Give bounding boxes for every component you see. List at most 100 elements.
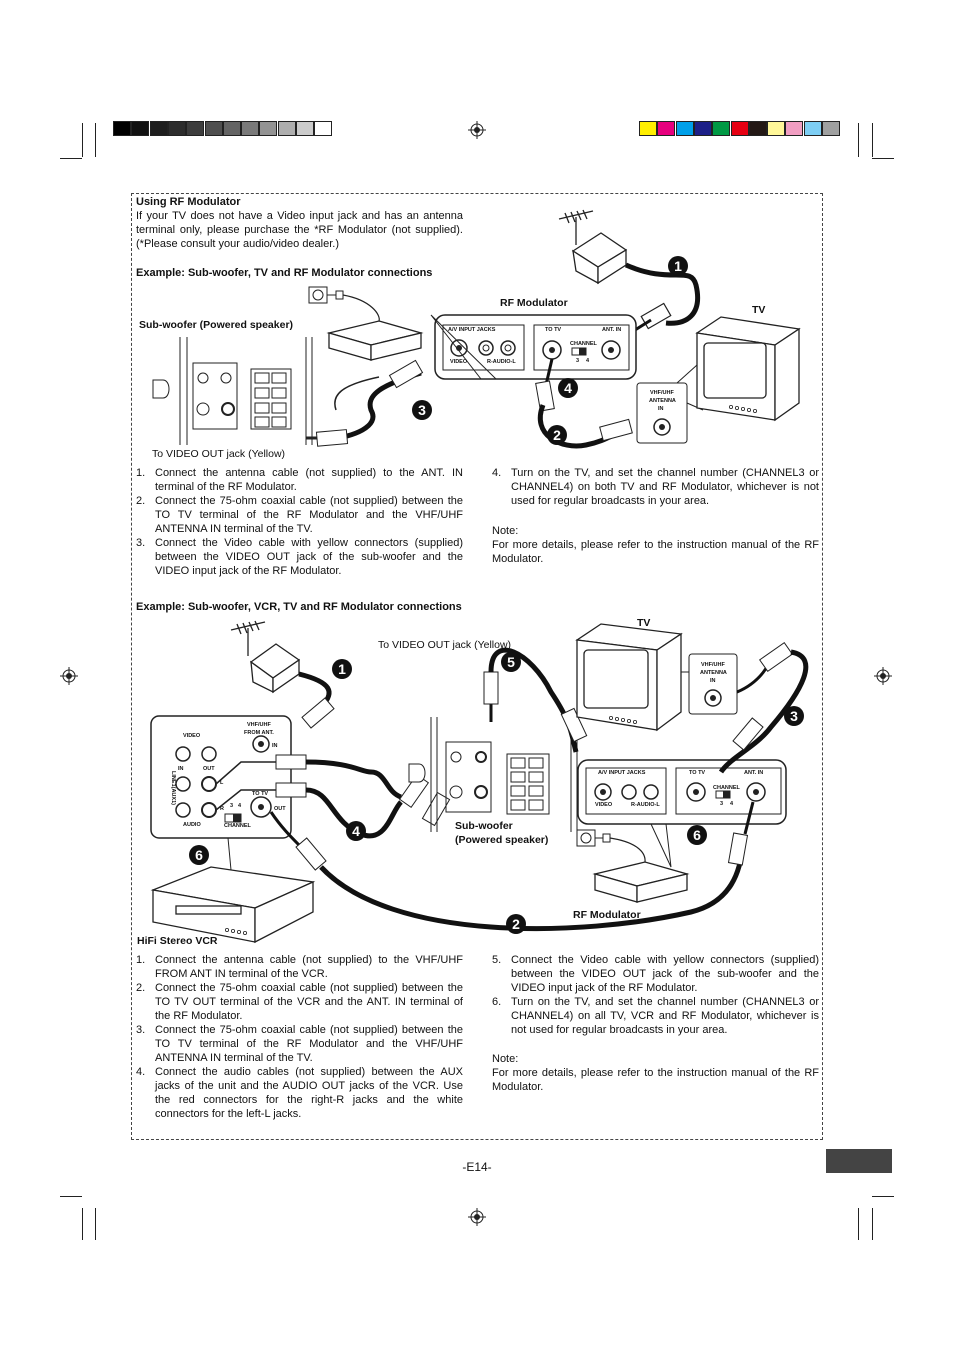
svg-text:4: 4 (564, 380, 572, 396)
crop-mark (95, 1208, 96, 1240)
calibration-swatch (113, 121, 131, 136)
section-title-rf-modulator: Using RF Modulator (136, 196, 241, 208)
label-channel-2: CHANNEL (713, 785, 740, 791)
calibration-swatch (204, 121, 223, 136)
label-vcr-from-ant: FROM ANT. (244, 730, 274, 736)
crop-mark (858, 1208, 859, 1240)
calibration-swatch (241, 121, 260, 136)
steps-list-2-right: 5. Connect the Video cable with yellow co… (492, 953, 819, 1037)
step-text: Connect the 75-ohm coaxial cable (not su… (155, 1024, 463, 1064)
page-number: -E14- (462, 1160, 492, 1174)
step-text: Connect the antenna cable (not supplied)… (155, 954, 463, 980)
label-tv-2: TV (637, 617, 651, 629)
label-ch4: 4 (586, 358, 590, 364)
content-frame (131, 193, 823, 1140)
note-text-1: For more details, please refer to the in… (492, 539, 819, 565)
list-item: 2.Connect the 75-ohm coaxial cable (not … (136, 981, 463, 1023)
calibration-swatch (748, 121, 767, 136)
crop-mark (872, 1208, 873, 1240)
calibration-swatch (296, 121, 314, 136)
svg-text:6: 6 (195, 847, 203, 863)
label-in: IN (658, 406, 664, 412)
step-number: 4. (492, 467, 502, 479)
calibration-swatch (259, 121, 278, 136)
label-vcr: HiFi Stereo VCR (137, 935, 218, 947)
calibration-swatch (785, 121, 804, 136)
step-marker-1: 1 (332, 659, 352, 679)
note-title-1: Note: (492, 525, 519, 537)
calibration-swatch (131, 121, 150, 136)
label-vcr-l: L (220, 780, 224, 786)
label-subwoofer-2b: (Powered speaker) (455, 834, 549, 846)
label-ch3: 3 (576, 358, 580, 364)
steps-list-2-left: 1.Connect the antenna cable (not supplie… (136, 953, 463, 1121)
step-marker-1: 1 (668, 256, 688, 276)
step-marker-2: 2 (547, 425, 567, 445)
label-video-2: VIDEO (595, 802, 613, 808)
step-text: Connect the Video cable with yellow conn… (155, 537, 463, 577)
calibration-swatch (222, 121, 241, 136)
calibration-swatch (730, 121, 749, 136)
label-av-input-jacks: A/V INPUT JACKS (448, 327, 496, 333)
step-number: 5. (492, 954, 502, 966)
label-ant-in: ANT. IN (602, 327, 622, 333)
diagram-subwoofer-vcr-tv-rf: 1 5 3 4 6 6 2 (150, 620, 809, 944)
label-vcr-ch4: 4 (238, 803, 242, 809)
list-item: 1.Connect the antenna cable (not supplie… (136, 466, 463, 494)
label-av-input-jacks-2: A/V INPUT JACKS (598, 770, 646, 776)
calibration-swatch (167, 121, 186, 136)
subwoofer-panel (152, 337, 313, 445)
calibration-swatch (314, 121, 333, 136)
step-text: Connect the Video cable with yellow conn… (511, 954, 819, 994)
step-marker-2: 2 (506, 914, 526, 934)
registration-mark-icon (60, 667, 78, 685)
calibration-swatch (822, 121, 840, 136)
label-vcr-channel: CHANNEL (224, 823, 251, 829)
label-vcr-vhf: VHF/UHF (247, 722, 271, 728)
calibration-swatch (712, 121, 731, 136)
svg-text:5: 5 (507, 654, 515, 670)
list-item: 3.Connect the 75-ohm coaxial cable (not … (136, 1023, 463, 1065)
label-vcr-audio: AUDIO (183, 822, 201, 828)
registration-mark-icon (874, 667, 892, 685)
step-marker-3: 3 (784, 706, 804, 726)
label-vcr-r: R (220, 806, 224, 812)
label-to-video-out-2: To VIDEO OUT jack (Yellow) (378, 639, 512, 651)
label-ant-in-2: ANT. IN (744, 770, 764, 776)
label-vcr-video: VIDEO (183, 733, 201, 739)
step-number: 2. (136, 495, 146, 507)
tv-set (695, 316, 801, 422)
label-vcr-to-tv: TO TV (252, 791, 269, 797)
calibration-swatch (639, 121, 657, 136)
example-title-2: Example: Sub-woofer, VCR, TV and RF Modu… (136, 601, 462, 613)
list-item: 6. Turn on the TV, and set the channel nu… (492, 995, 819, 1037)
crop-mark (872, 123, 873, 157)
step-number: 6. (492, 996, 502, 1008)
step-text: Turn on the TV, and set the channel numb… (511, 996, 819, 1036)
svg-text:1: 1 (674, 258, 682, 274)
svg-text:3: 3 (418, 402, 426, 418)
step-marker-3: 3 (412, 400, 432, 420)
crop-mark (95, 123, 96, 157)
svg-text:3: 3 (790, 708, 798, 724)
label-to-tv: TO TV (545, 327, 562, 333)
label-r-audio-l-2: R-AUDIO-L (631, 802, 660, 808)
crop-mark (82, 123, 83, 157)
antenna-house-icon (558, 209, 628, 285)
label-video: VIDEO (450, 359, 468, 365)
calibration-swatch (803, 121, 822, 136)
step-marker-4: 4 (558, 378, 578, 398)
label-antenna: ANTENNA (649, 398, 676, 404)
label-vcr-ant-in: IN (272, 743, 278, 749)
step-text: Turn on the TV, and set the channel numb… (511, 467, 819, 507)
steps-list-1-left: 1.Connect the antenna cable (not supplie… (136, 466, 463, 578)
registration-mark-icon (468, 121, 486, 139)
step-text: Connect the 75-ohm coaxial cable (not su… (155, 495, 463, 535)
list-item: 4.Connect the audio cables (not supplied… (136, 1065, 463, 1121)
svg-text:4: 4 (352, 823, 360, 839)
list-item: 2. Connect the 75-ohm coaxial cable (not … (136, 494, 463, 536)
step-marker-6: 6 (189, 845, 209, 865)
list-item: 3.Connect the Video cable with yellow co… (136, 536, 463, 578)
calibration-swatch (693, 121, 712, 136)
crop-mark (60, 1196, 82, 1197)
